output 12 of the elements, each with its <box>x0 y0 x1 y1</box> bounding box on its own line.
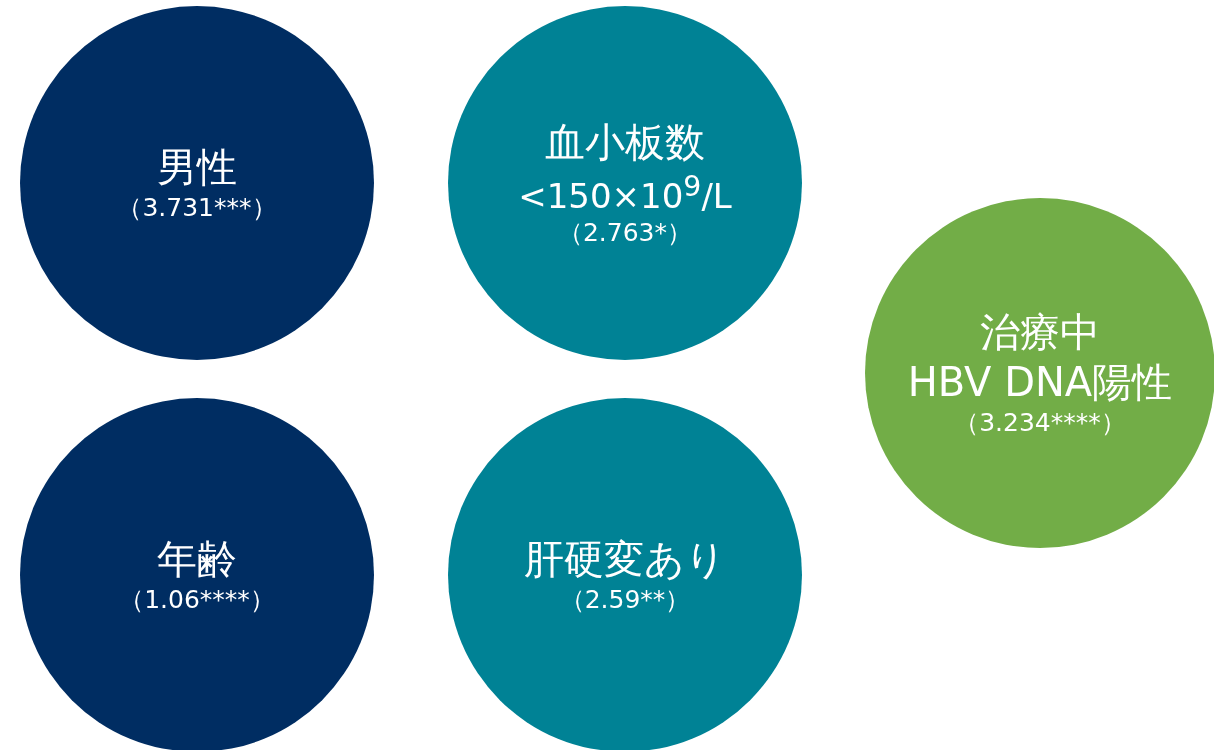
factor-label: 治療中 <box>980 308 1100 357</box>
factor-label: 血小板数 <box>545 118 705 168</box>
factor-label: 肝硬変あり <box>524 535 726 584</box>
factor-label: 男性 <box>157 143 237 192</box>
factor-label: HBV DNA陽性 <box>907 358 1173 407</box>
odds-ratio-value: （2.59**） <box>559 584 691 616</box>
factor-label: 年齢 <box>157 535 237 584</box>
odds-ratio-value: （2.763*） <box>557 216 693 249</box>
odds-ratio-value: （3.731***） <box>117 192 277 224</box>
factor-label: <150×10$^{9}$/L <box>518 169 732 217</box>
odds-ratio-value: （3.234****） <box>954 407 1126 439</box>
odds-ratio-value: （1.06****） <box>119 584 275 616</box>
